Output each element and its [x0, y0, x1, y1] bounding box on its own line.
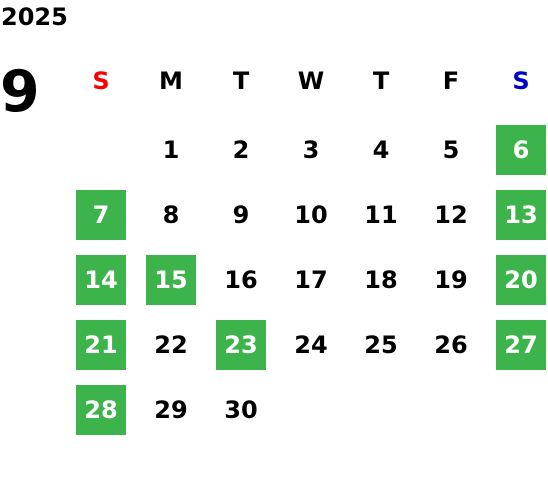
- weekday-header-weekday: F: [442, 67, 460, 95]
- calendar-day: 8: [162, 201, 180, 229]
- year-label: 2025: [1, 3, 68, 31]
- weekday-header-saturday: S: [512, 67, 530, 95]
- calendar-day: 30: [224, 396, 258, 424]
- calendar-day: 9: [232, 201, 250, 229]
- month-number: 9: [0, 59, 40, 125]
- calendar-day: 18: [364, 266, 398, 294]
- calendar-day: 24: [294, 331, 328, 359]
- calendar-day-holiday: 15: [146, 255, 196, 305]
- calendar-day: 3: [302, 136, 320, 164]
- calendar-day: 22: [154, 331, 188, 359]
- calendar-day: 2: [232, 136, 250, 164]
- calendar-day: 4: [372, 136, 390, 164]
- calendar-day-holiday: 27: [496, 320, 546, 370]
- weekday-header-weekday: T: [372, 67, 390, 95]
- weekday-header-weekday: M: [159, 67, 183, 95]
- weekday-header-sunday: S: [92, 67, 110, 95]
- calendar-day-holiday: 7: [76, 190, 126, 240]
- calendar-day: 1: [162, 136, 180, 164]
- calendar-day: 5: [442, 136, 460, 164]
- calendar-day: 29: [154, 396, 188, 424]
- calendar-day-holiday: 13: [496, 190, 546, 240]
- calendar-day-holiday: 23: [216, 320, 266, 370]
- calendar-day: 16: [224, 266, 258, 294]
- calendar-day: 25: [364, 331, 398, 359]
- calendar-day: 11: [364, 201, 398, 229]
- calendar-day-holiday: 14: [76, 255, 126, 305]
- calendar-day: 12: [434, 201, 468, 229]
- calendar-day-holiday: 21: [76, 320, 126, 370]
- calendar-day-holiday: 6: [496, 125, 546, 175]
- weekday-header-weekday: T: [232, 67, 250, 95]
- calendar-day-holiday: 20: [496, 255, 546, 305]
- weekday-header-weekday: W: [297, 67, 325, 95]
- calendar-day: 10: [294, 201, 328, 229]
- calendar-day: 26: [434, 331, 468, 359]
- calendar-day-holiday: 28: [76, 385, 126, 435]
- calendar-day: 17: [294, 266, 328, 294]
- calendar-day: 19: [434, 266, 468, 294]
